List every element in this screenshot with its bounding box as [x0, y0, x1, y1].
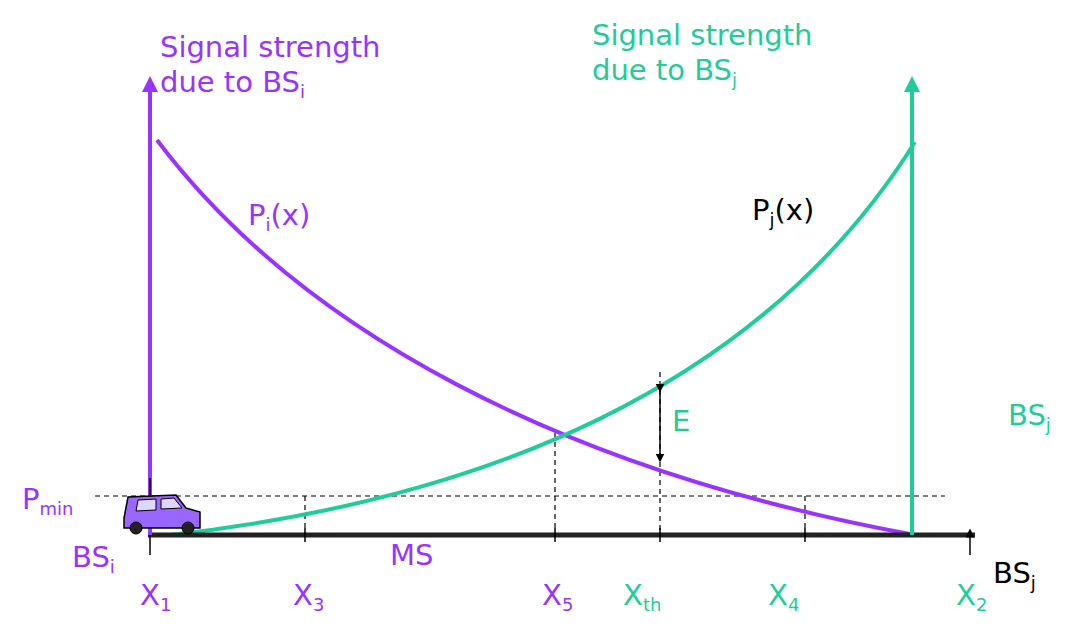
margin-label: E [672, 404, 690, 439]
axis-bs-j [910, 84, 914, 535]
station-label: BSi [72, 540, 115, 578]
curve-label: Pi(x) [248, 198, 310, 236]
car-icon [124, 478, 200, 534]
margin-arrow [659, 388, 661, 458]
pmin-line [95, 495, 945, 496]
station-label: BSj [993, 556, 1036, 594]
axis-ticks [150, 528, 805, 555]
position-label: X2 [956, 578, 987, 616]
curve-label: Pj(x) [752, 193, 814, 231]
position-label: X4 [768, 578, 799, 616]
position-label: Xth [623, 578, 661, 616]
position-label: X5 [542, 578, 573, 616]
position-label: X1 [140, 578, 171, 616]
distance-axis [148, 533, 975, 538]
axis-title: Signal strength due to BSi [160, 30, 435, 103]
axis-bs-i [148, 84, 152, 535]
mobile-label: MS [390, 538, 433, 573]
position-label: X3 [293, 578, 324, 616]
guide-line [554, 433, 555, 535]
threshold-label: Pmin [22, 482, 73, 520]
axis-title: Signal strength due to BSj [592, 18, 867, 91]
bs-pointer [969, 533, 971, 555]
signal-curve-i [157, 140, 915, 535]
station-label: BSj [1008, 398, 1051, 436]
signal-curve-j [170, 142, 915, 535]
guide-line [659, 372, 660, 535]
